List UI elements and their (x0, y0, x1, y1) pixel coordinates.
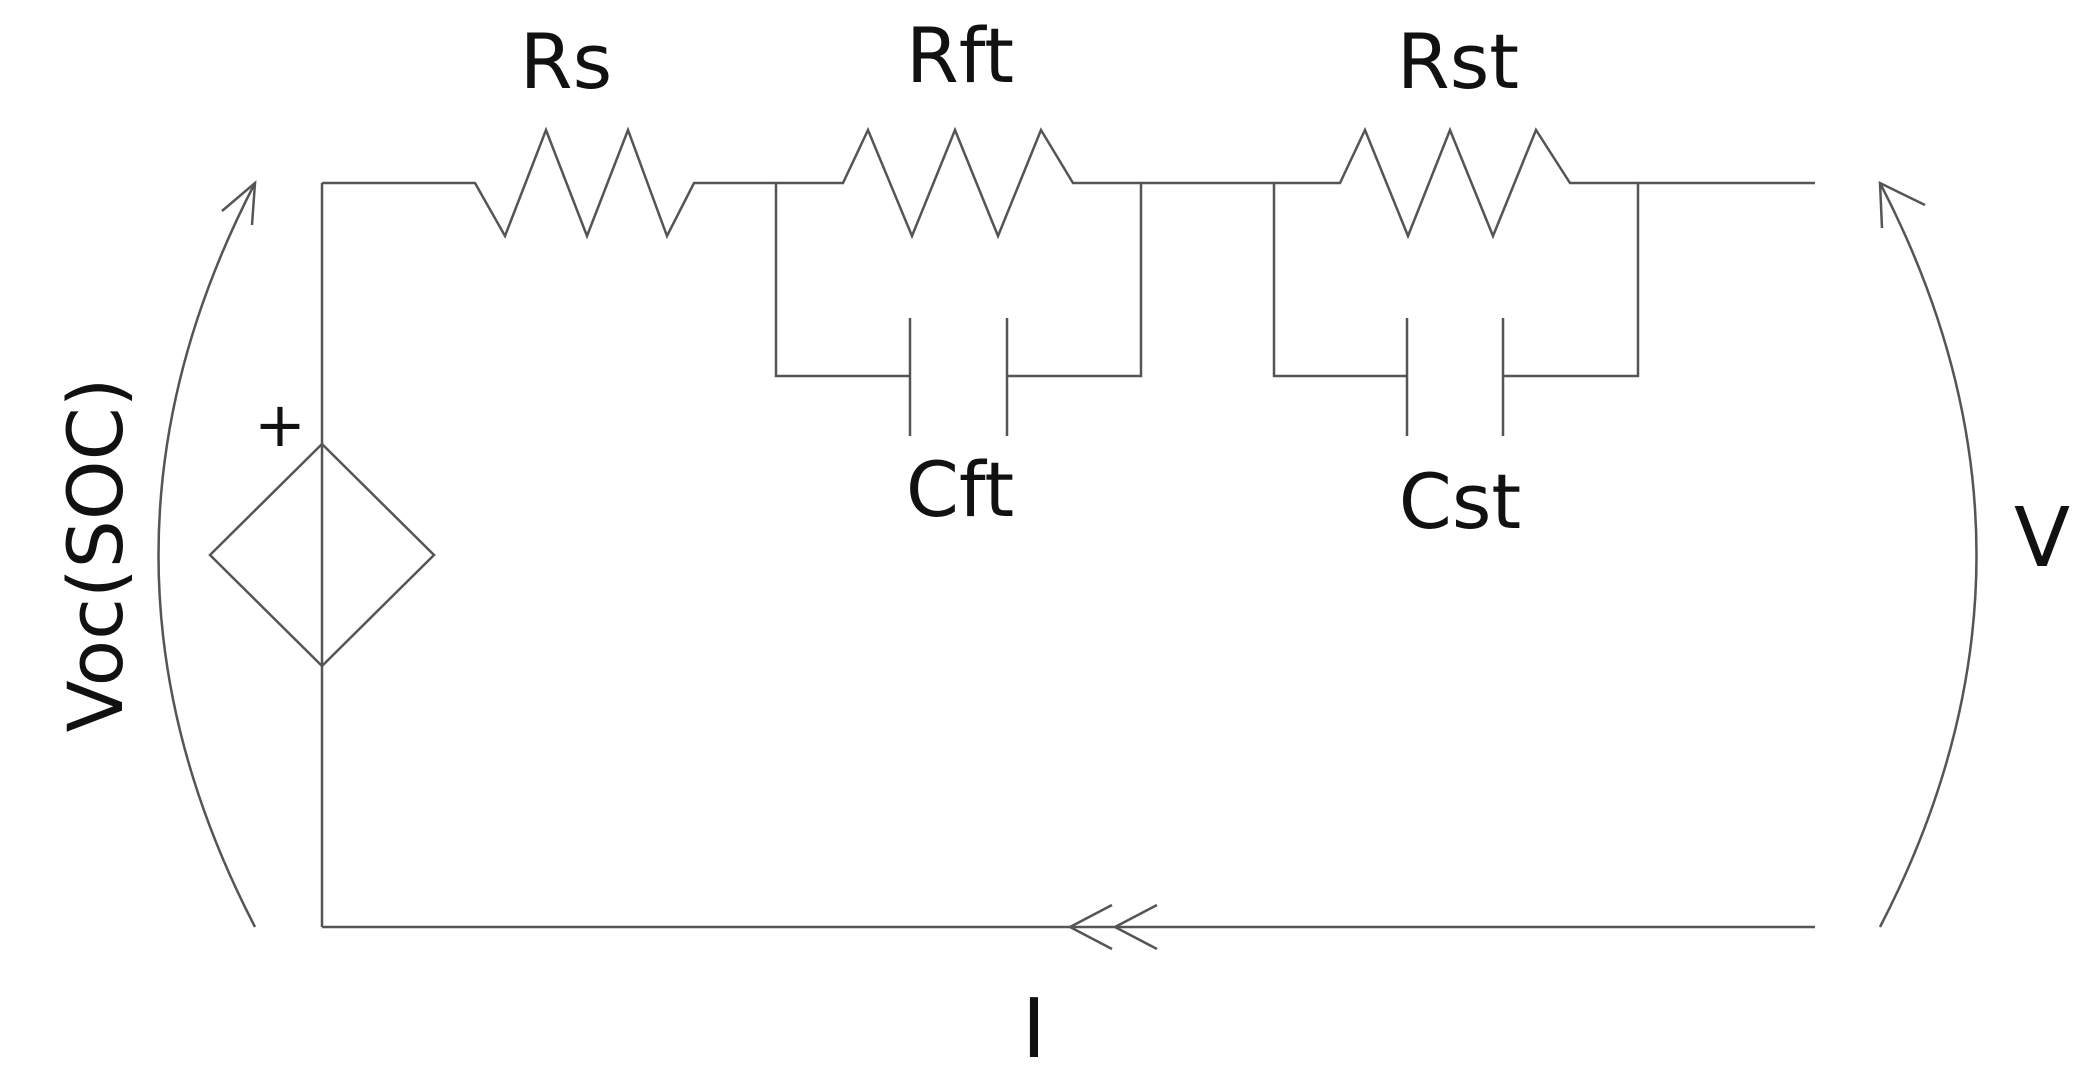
v-arrowhead-icon (1878, 180, 1926, 229)
label-voc-soc: Voc(SOC) (51, 378, 140, 733)
rst-block-right-rail (1503, 183, 1640, 378)
resistor-rft (776, 126, 1141, 240)
voc-arrowhead-icon (221, 180, 257, 226)
voc-arc (157, 182, 257, 928)
label-i: I (1022, 982, 1046, 1077)
label-rft: Rft (906, 11, 1014, 100)
label-cst: Cst (1399, 457, 1521, 546)
resistor-rst (1274, 126, 1638, 240)
rst-block-left-rail (1272, 183, 1407, 378)
current-arrow-icon (1067, 903, 1158, 951)
rft-block-right-rail (1007, 183, 1143, 378)
v-arc (1878, 182, 1978, 928)
label-rs: Rs (520, 17, 612, 106)
label-cft: Cft (906, 445, 1014, 534)
label-v: V (2014, 491, 2070, 586)
label-rst: Rst (1397, 17, 1519, 106)
resistor-rs (458, 126, 776, 240)
rft-block-left-rail (774, 183, 910, 378)
label-plus: + (254, 388, 306, 461)
